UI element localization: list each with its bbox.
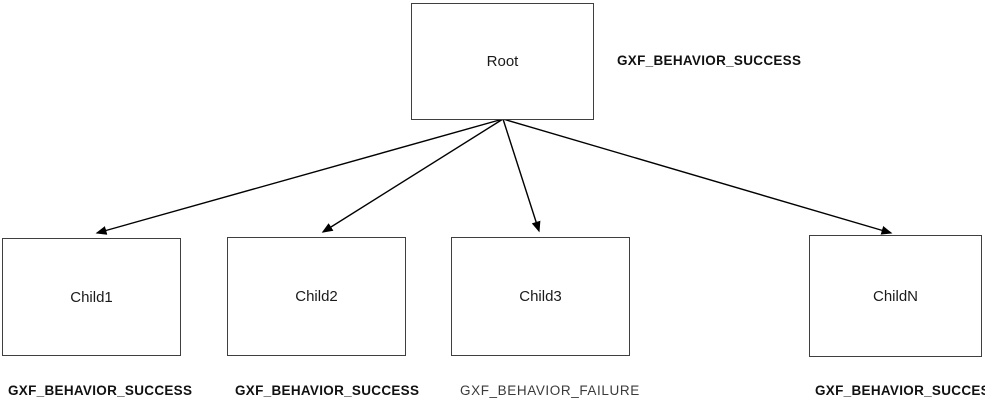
status-label-root: GXF_BEHAVIOR_SUCCESS [617, 53, 802, 68]
status-label-child2: GXF_BEHAVIOR_SUCCESS [235, 383, 420, 398]
edge-root-child2 [321, 118, 504, 233]
node-childn-label: ChildN [872, 287, 918, 305]
node-root: Root [411, 3, 594, 120]
status-label-child1: GXF_BEHAVIOR_SUCCESS [8, 383, 193, 398]
edge-root-child3 [502, 118, 541, 233]
node-child2: Child2 [227, 237, 406, 356]
node-childn: ChildN [809, 235, 982, 357]
edge-root-child1 [95, 118, 504, 235]
node-child3-label: Child3 [519, 288, 562, 305]
status-label-child3: GXF_BEHAVIOR_FAILURE [460, 383, 640, 398]
node-child1: Child1 [2, 238, 181, 356]
node-child1-label: Child1 [70, 288, 113, 306]
edge-root-childn [502, 118, 893, 235]
node-root-label: Root [486, 53, 519, 70]
node-child3: Child3 [451, 237, 630, 356]
status-label-childn: GXF_BEHAVIOR_SUCCESS [815, 383, 985, 398]
node-child2-label: Child2 [295, 288, 338, 305]
